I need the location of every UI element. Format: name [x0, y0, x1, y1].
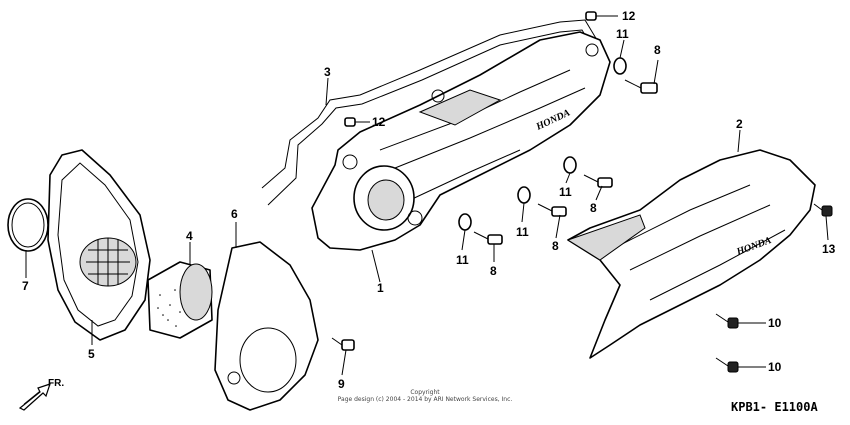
callout-1: 1: [377, 281, 384, 295]
callout-11c: 11: [516, 225, 529, 239]
washer-11b[interactable]: [563, 156, 577, 174]
outer-cover-rib: [619, 184, 786, 301]
washer-11d[interactable]: [458, 213, 472, 231]
bolt-8c[interactable]: [537, 203, 567, 217]
o-ring[interactable]: [7, 198, 49, 252]
dowel-pin-12a[interactable]: [585, 11, 597, 21]
outer-cover-flange: [566, 214, 646, 261]
bolt-8a[interactable]: [624, 79, 658, 94]
washer-11a[interactable]: [613, 57, 627, 75]
callout-4: 4: [186, 229, 193, 243]
copyright-line-1: Copyright: [410, 389, 440, 396]
diagram-code: KPB1- E1100A: [731, 400, 818, 414]
screen-mesh: [86, 238, 130, 286]
callout-12b: 12: [372, 115, 386, 129]
bolt-10b[interactable]: [715, 357, 739, 373]
bolt-10a[interactable]: [715, 313, 739, 329]
callout-8b: 8: [590, 201, 597, 215]
callout-13: 13: [822, 242, 836, 256]
callout-9: 9: [338, 377, 345, 391]
bolt-8d[interactable]: [473, 231, 503, 245]
air-filter-end: [179, 263, 213, 321]
bolt-9[interactable]: [331, 337, 355, 351]
callout-11d: 11: [456, 253, 469, 267]
cover-gasket[interactable]: [261, 19, 601, 206]
front-label: FR.: [48, 378, 65, 389]
bolt-8b[interactable]: [583, 174, 613, 188]
air-filter-foam: [157, 289, 181, 327]
leader-lines: [25, 15, 829, 376]
callout-6: 6: [231, 207, 238, 221]
washer-11c[interactable]: [517, 186, 531, 204]
boss-a: [342, 154, 358, 170]
crankcase-cover-channel: [418, 89, 502, 126]
clutch-opening-inner: [367, 179, 405, 221]
air-cleaner-housing-inner: [57, 162, 139, 327]
kick-starter-cover[interactable]: [214, 241, 319, 411]
callout-8d: 8: [490, 264, 497, 278]
o-ring-inner: [11, 202, 45, 248]
callout-11b: 11: [559, 185, 572, 199]
callout-5: 5: [88, 347, 95, 361]
callout-11a: 11: [616, 27, 629, 41]
callout-10b: 10: [768, 360, 782, 374]
copyright-line-2: Page design (c) 2004 - 2014 by ARI Netwo…: [337, 396, 513, 403]
copyright-notice: Copyright Page design (c) 2004 - 2014 by…: [300, 389, 550, 403]
callout-12a: 12: [622, 9, 636, 23]
callout-2: 2: [736, 117, 743, 131]
dowel-pin-12b[interactable]: [344, 117, 356, 127]
boss-c: [407, 210, 423, 226]
callout-8a: 8: [654, 43, 661, 57]
front-arrow-icon: [18, 383, 51, 411]
callout-8c: 8: [552, 239, 559, 253]
kick-starter-hole: [227, 371, 241, 385]
boss-d: [585, 43, 599, 57]
callout-10a: 10: [768, 316, 782, 330]
bolt-13[interactable]: [813, 203, 833, 217]
kick-starter-boss: [239, 327, 297, 393]
callout-7: 7: [22, 279, 29, 293]
boss-b: [431, 89, 445, 103]
outer-cover[interactable]: [567, 149, 816, 359]
callout-3: 3: [324, 65, 331, 79]
